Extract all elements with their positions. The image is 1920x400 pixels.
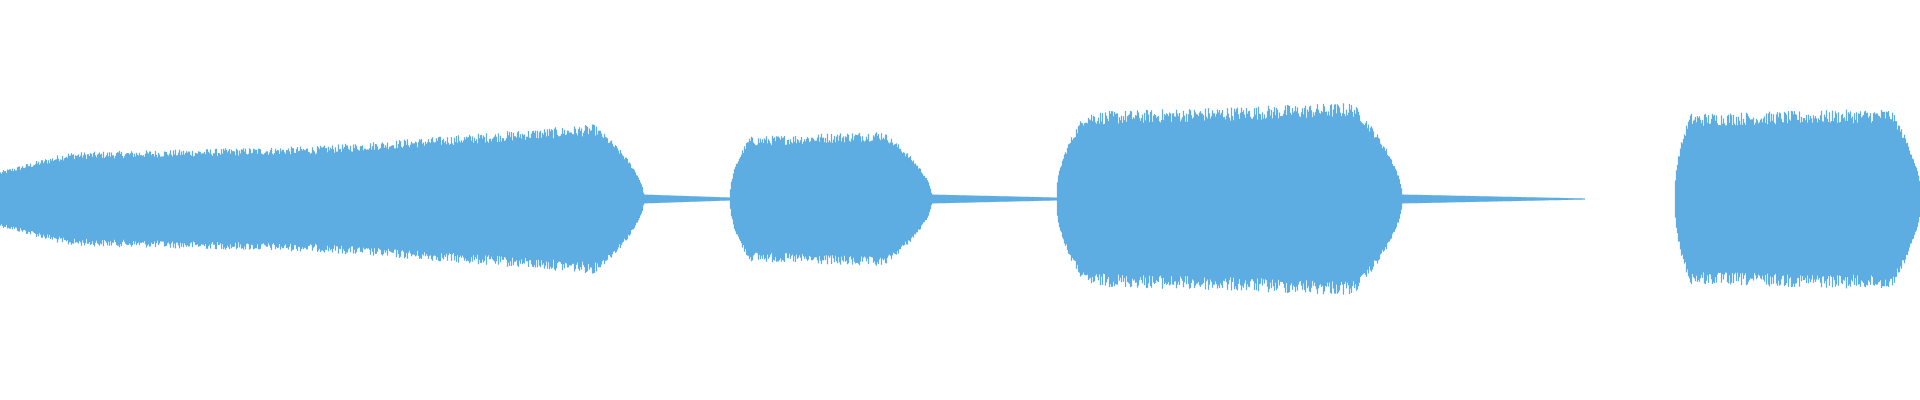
waveform-bars (0, 103, 1920, 295)
waveform-path (0, 103, 1920, 295)
